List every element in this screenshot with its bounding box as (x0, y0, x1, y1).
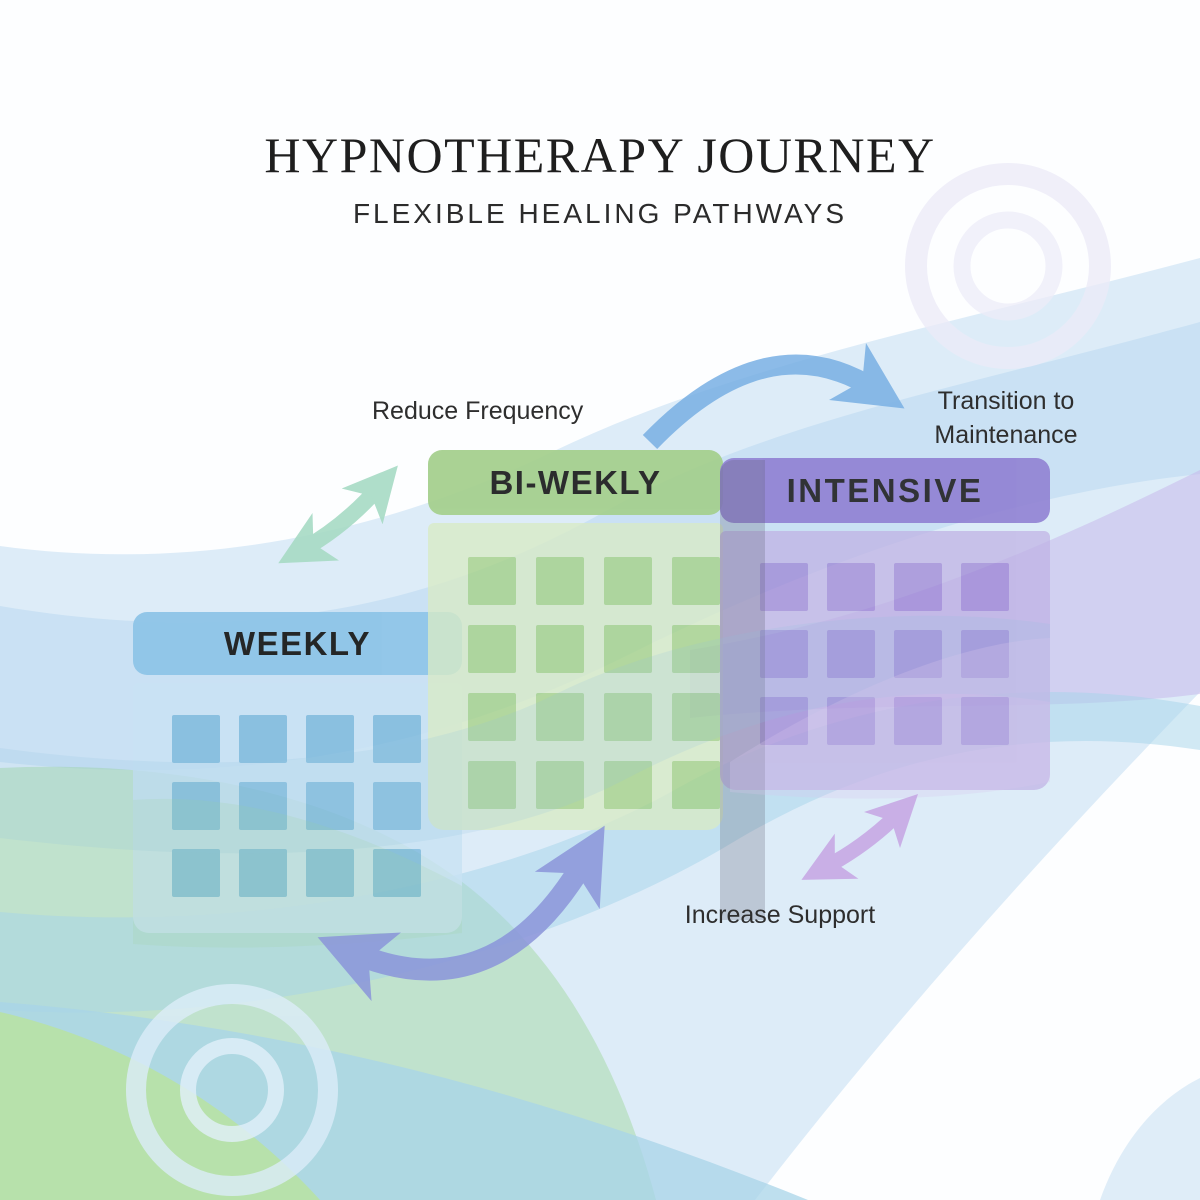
card-intensive-header: INTENSIVE (720, 458, 1050, 523)
card-biweekly: BI-WEKLY (428, 450, 723, 830)
session-cell (604, 693, 652, 741)
wave-blue-bottom-left (0, 1002, 808, 1200)
card-intensive-grid (720, 531, 1050, 790)
session-cell (672, 557, 720, 605)
session-cell (760, 697, 808, 745)
session-cell (672, 761, 720, 809)
annotation-increase-support: Increase Support (684, 901, 876, 929)
session-cell (468, 761, 516, 809)
weekly-biweekly-arrow (278, 465, 398, 564)
card-biweekly-label: BI-WEKLY (489, 463, 662, 501)
annotation-reduce-frequency: Reduce Frequency (372, 397, 584, 425)
session-cell (306, 715, 354, 763)
card-intensive-shade-strip (720, 460, 765, 920)
session-cell (894, 697, 942, 745)
session-cell (239, 782, 287, 830)
session-cell (672, 693, 720, 741)
session-cell (373, 782, 421, 830)
session-cell (536, 625, 584, 673)
session-cell (827, 630, 875, 678)
session-cell (760, 630, 808, 678)
session-cell (239, 849, 287, 897)
session-cell (468, 625, 516, 673)
card-biweekly-grid (428, 523, 723, 830)
session-cell (604, 557, 652, 605)
card-intensive: INTENSIVE (720, 458, 1050, 790)
session-cell (961, 697, 1009, 745)
title-block: HYPNOTHERAPY JOURNEY FLEXIBLE HEALING PA… (0, 126, 1200, 230)
session-cell (468, 693, 516, 741)
session-cell (827, 697, 875, 745)
session-cell (306, 782, 354, 830)
intensive-flex-arrow (801, 793, 919, 880)
session-cell (961, 630, 1009, 678)
session-cell (760, 563, 808, 611)
session-cell (239, 715, 287, 763)
page-subtitle: FLEXIBLE HEALING PATHWAYS (352, 198, 848, 229)
session-cell (894, 563, 942, 611)
card-weekly-label: WEEKLY (223, 624, 372, 662)
session-cell (604, 625, 652, 673)
card-weekly-header: WEEKLY (133, 612, 462, 675)
session-cell (604, 761, 652, 809)
card-intensive-label: INTENSIVE (786, 471, 984, 509)
wave-green-corner (0, 1012, 320, 1200)
rings-bottom-left (126, 984, 338, 1196)
session-cell (827, 563, 875, 611)
card-weekly: WEEKLY (133, 612, 462, 933)
session-cell (373, 849, 421, 897)
session-cell (536, 557, 584, 605)
session-cell (468, 557, 516, 605)
annotation-transition-to-maintenance: Transition to Maintenance (934, 387, 1078, 449)
session-cell (894, 630, 942, 678)
session-cell (172, 849, 220, 897)
session-cell (172, 782, 220, 830)
page-title: HYPNOTHERAPY JOURNEY (264, 127, 936, 183)
session-cell (536, 693, 584, 741)
session-cell (672, 625, 720, 673)
card-biweekly-header: BI-WEKLY (428, 450, 723, 515)
session-cell (172, 715, 220, 763)
session-cell (536, 761, 584, 809)
wave-corner-bottom-right (1100, 1078, 1200, 1200)
session-cell (373, 715, 421, 763)
transition-arrow (642, 342, 905, 449)
card-weekly-grid (133, 683, 462, 933)
session-cell (961, 563, 1009, 611)
session-cell (306, 849, 354, 897)
